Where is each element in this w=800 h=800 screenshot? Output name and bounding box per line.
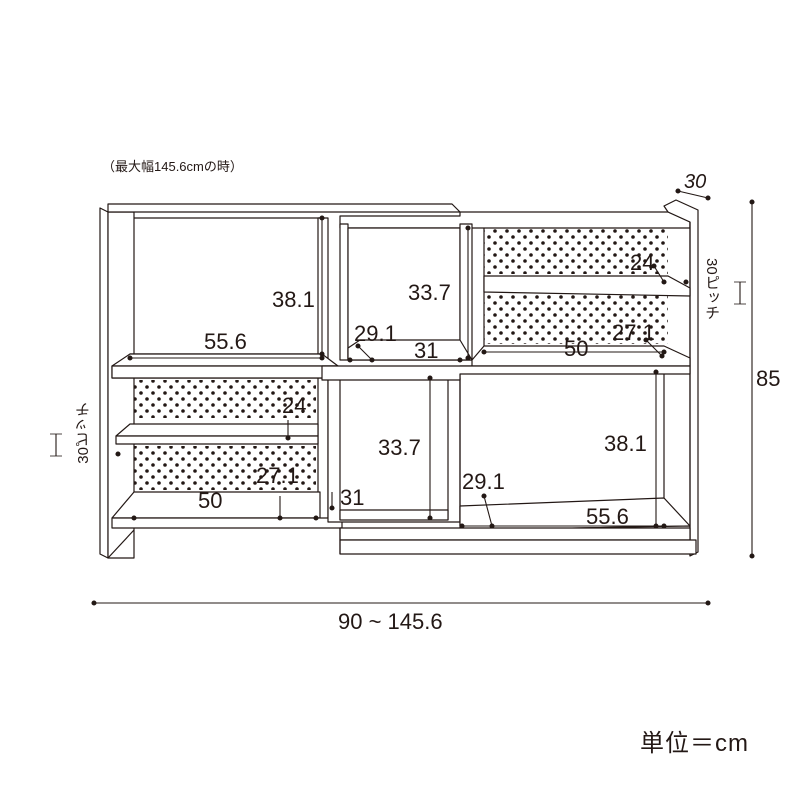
upper-right-shelf: 24 [630, 250, 655, 275]
unit-label: 単位＝cm [640, 730, 749, 757]
left-side-panel [99, 207, 109, 559]
total-width-label: 90 ~ 145.6 [338, 609, 443, 634]
lower-right-height: 38.1 [604, 431, 647, 456]
upper-right-width: 50 [564, 336, 589, 361]
upper-mid-width: 31 [414, 338, 439, 363]
upper-left-height: 38.1 [272, 287, 315, 312]
pitch-label-right: 30ピッチ [703, 258, 720, 320]
depth-label: 30 [684, 171, 707, 193]
upper-mid-depth: 29.1 [354, 321, 397, 346]
upper-mid-box [347, 227, 461, 361]
lower-top-board [107, 203, 461, 213]
upper-top-board [339, 211, 691, 229]
lower-left-shelf: 24 [282, 393, 307, 418]
perforated-panel-ur-top [484, 228, 668, 274]
lower-mid-height: 33.7 [378, 435, 421, 460]
perforated-panel-ll-top [134, 380, 316, 418]
pitch-label-left: 30ピッチ [75, 402, 92, 464]
lower-left-width: 50 [198, 488, 223, 513]
right-side-panel [663, 199, 699, 557]
sliding-plinth [339, 527, 691, 541]
lower-right-depth: 29.1 [462, 469, 505, 494]
perforated-panel-ur-bot [484, 294, 668, 344]
total-height-label: 85 [756, 366, 781, 391]
upper-mid-height: 33.7 [408, 280, 451, 305]
perforated-panel-ll-bot [134, 446, 316, 490]
lower-mid-opening [327, 377, 461, 523]
upper-left-width: 55.6 [204, 329, 247, 354]
lower-right-width: 55.6 [586, 504, 629, 529]
left-side-front [107, 211, 135, 559]
max-width-note: （最大幅145.6cmの時） [102, 159, 243, 174]
lower-mid-width: 31 [340, 485, 365, 510]
upper-right-depth: 27.1 [612, 320, 655, 345]
lower-left-depth: 27.1 [256, 463, 299, 488]
